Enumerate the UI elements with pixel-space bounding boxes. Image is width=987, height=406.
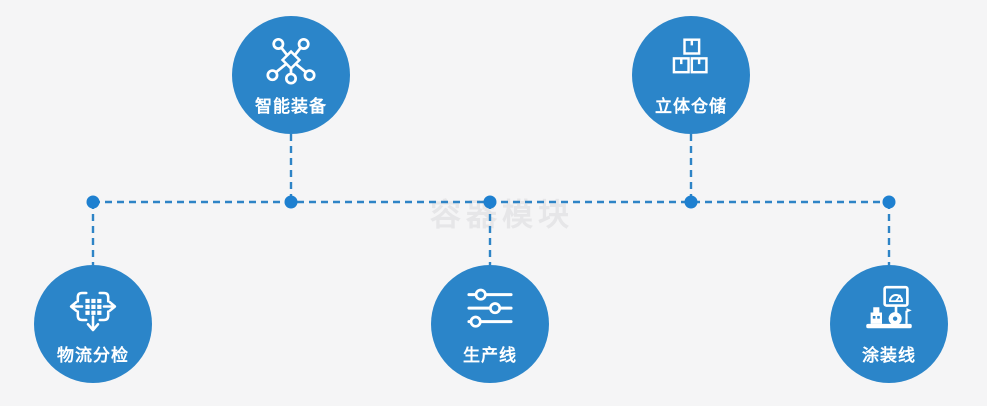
sliders-icon — [463, 280, 517, 338]
node-label: 生产线 — [463, 346, 517, 366]
node-label: 物流分检 — [57, 346, 129, 366]
node-painting-line: 涂装线 — [830, 265, 948, 383]
machine-monitor-icon — [861, 280, 917, 338]
node-production-line: 生产线 — [431, 265, 549, 383]
watermark-text: 容器模块 — [430, 197, 574, 234]
junction-dot — [86, 195, 100, 209]
network-nodes-icon — [264, 31, 318, 89]
junction-dot — [684, 195, 698, 209]
node-label: 立体仓储 — [655, 97, 727, 117]
node-smart-equipment: 智能装备 — [232, 16, 350, 134]
stacked-boxes-icon — [665, 31, 717, 89]
junction-dots — [86, 195, 896, 209]
node-logistics: 物流分检 — [34, 265, 152, 383]
node-warehouse: 立体仓储 — [632, 16, 750, 134]
junction-dot — [483, 195, 497, 209]
node-label: 智能装备 — [255, 97, 327, 117]
junction-dot — [284, 195, 298, 209]
sorting-arrows-icon — [66, 280, 120, 338]
junction-dot — [882, 195, 896, 209]
node-label: 涂装线 — [862, 346, 916, 366]
